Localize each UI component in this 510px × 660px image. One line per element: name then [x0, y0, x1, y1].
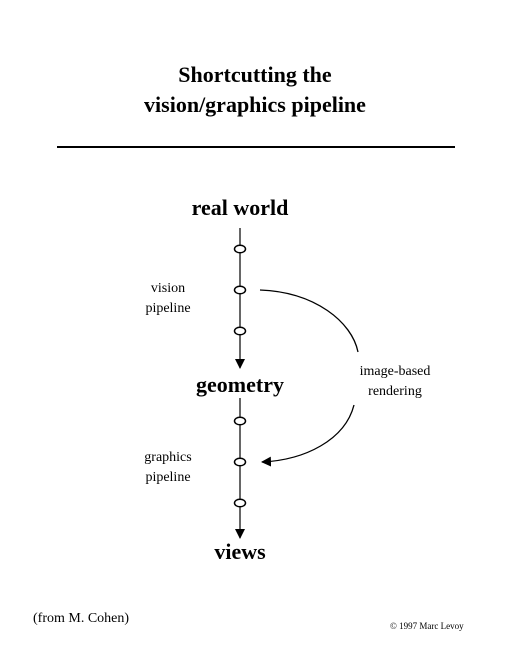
vision-stage-node-1 [233, 244, 247, 254]
vision-stage-node-2 [233, 285, 247, 295]
graphics-stage-node-1 [233, 416, 247, 426]
views-label: views [214, 539, 266, 564]
vision-pipeline-label: vision pipeline [128, 279, 208, 319]
title-divider [57, 146, 455, 148]
ibr-label-line-1: image-based [359, 364, 431, 379]
real-world-label: real world [191, 195, 289, 220]
vision-stage-node-3 [233, 326, 247, 336]
title-line-1: Shortcutting the [178, 62, 332, 87]
graphics-label-line-1: graphics [144, 450, 192, 465]
ibr-arc-upper [259, 289, 359, 353]
geometry-label: geometry [196, 372, 284, 397]
copyright-notice: © 1997 Marc Levoy [390, 621, 464, 631]
vision-label-line-1: vision [150, 281, 186, 296]
image-based-rendering-label: image-based rendering [340, 362, 450, 402]
source-credit: (from M. Cohen) [33, 611, 130, 626]
graphics-pipeline-label: graphics pipeline [128, 448, 208, 488]
vision-label-line-2: pipeline [145, 301, 191, 316]
graphics-label-line-2: pipeline [145, 470, 191, 485]
title-line-2: vision/graphics pipeline [144, 92, 366, 117]
graphics-stage-node-2 [233, 457, 247, 467]
ibr-arc-lower [261, 404, 355, 467]
graphics-stage-node-3 [233, 498, 247, 508]
ibr-label-line-2: rendering [368, 384, 422, 399]
